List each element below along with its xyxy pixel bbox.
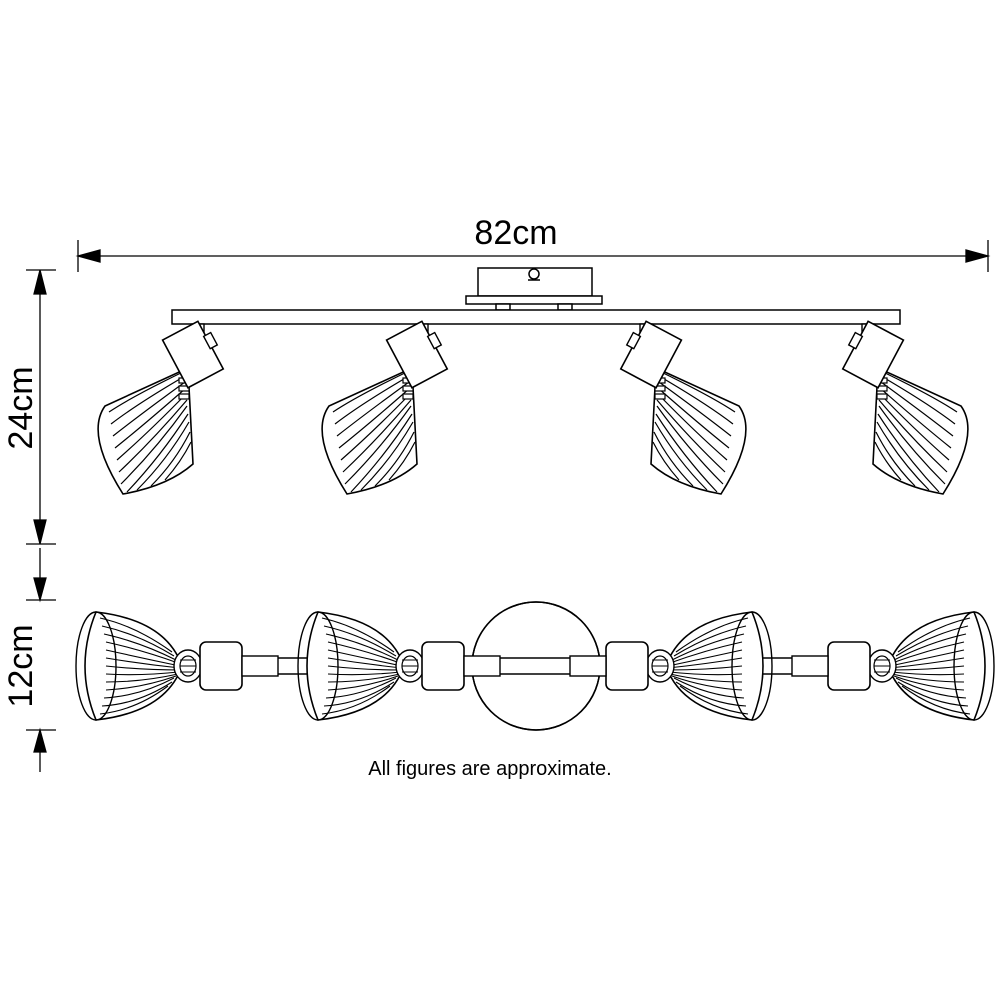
depth-dimension — [26, 548, 56, 772]
mounting-bar — [171, 309, 901, 325]
spotlight-1 — [98, 318, 228, 494]
ceiling-canopy — [465, 267, 603, 311]
spotlight-top-1 — [75, 611, 279, 721]
spotlight-4 — [837, 318, 967, 494]
height-dimension — [26, 269, 56, 545]
width-dimension — [75, 240, 991, 272]
spotlight-3 — [615, 318, 745, 494]
top-view — [75, 601, 995, 731]
front-view — [98, 267, 968, 494]
height-label: 24cm — [2, 366, 40, 449]
depth-label: 12cm — [2, 624, 40, 707]
spotlight-top-3 — [569, 611, 773, 721]
spotlight-2 — [322, 318, 452, 494]
disclaimer-caption: All figures are approximate. — [368, 758, 612, 780]
spotlight-top-4 — [791, 611, 995, 721]
width-label: 82cm — [474, 214, 557, 252]
spotlight-top-2 — [297, 611, 501, 721]
